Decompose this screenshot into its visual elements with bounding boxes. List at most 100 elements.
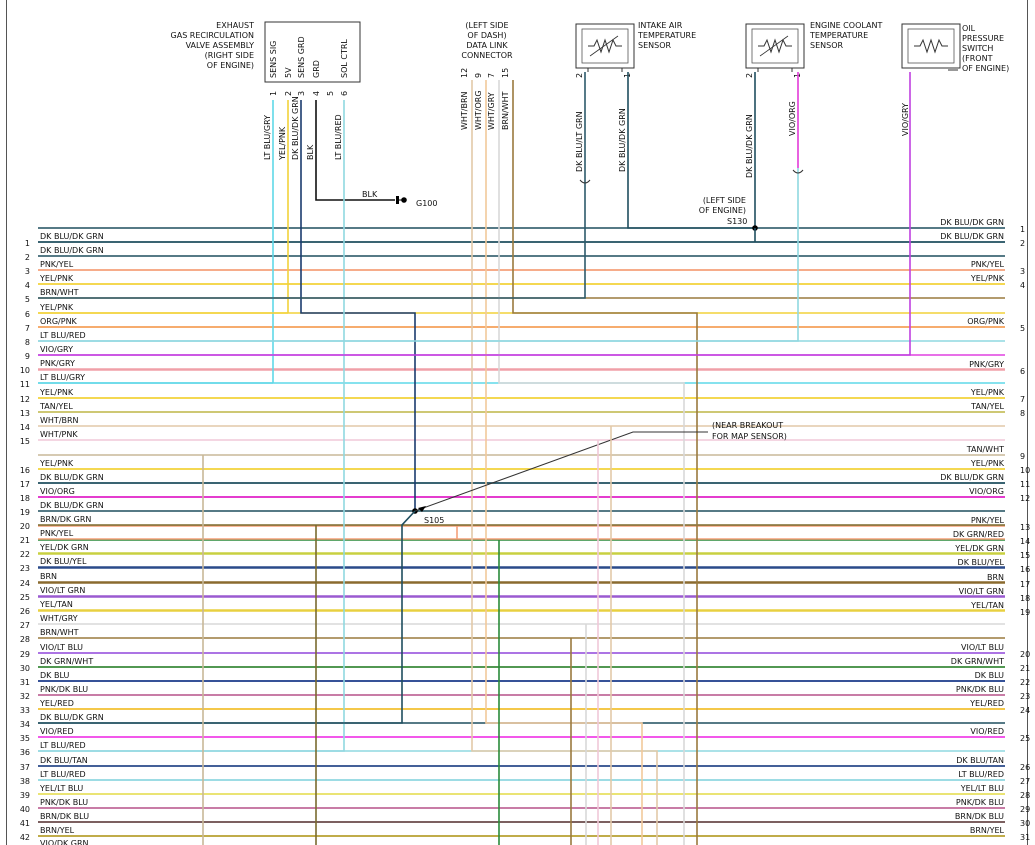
dlc-title-line: CONNECTOR	[461, 51, 513, 60]
iat-sensor-arrow	[589, 35, 619, 57]
left-wire-label: YEL/PNK	[39, 303, 74, 312]
right-wire-label: DK BLU/YEL	[958, 558, 1005, 567]
right-row-number: 1	[1020, 225, 1025, 234]
left-row-number: 31	[20, 678, 30, 687]
right-row-number: 12	[1020, 494, 1030, 503]
left-row-number: 35	[20, 734, 30, 743]
right-row-number: 24	[1020, 706, 1030, 715]
right-row-number: 19	[1020, 608, 1030, 617]
iat-sensor	[575, 23, 635, 72]
left-wire-label: DK BLU	[40, 671, 69, 680]
left-wire-label: YEL/PNK	[39, 274, 74, 283]
right-row-number: 2	[1020, 239, 1025, 248]
left-row-number: 38	[20, 777, 30, 786]
left-wire-label: BRN/YEL	[40, 826, 75, 835]
s105-note: (NEAR BREAKOUT	[712, 421, 783, 430]
left-wire-label: BRN/WHT	[40, 288, 79, 297]
ground-dot	[401, 197, 407, 203]
left-wire-label: LT BLU/RED	[40, 770, 86, 779]
s105-leader-arrow	[418, 506, 426, 512]
dlc-pin-number: 12	[460, 68, 469, 78]
left-wire-label: YEL/PNK	[39, 388, 74, 397]
left-row-number: 42	[20, 833, 30, 842]
egr-title-line: GAS RECIRCULATION	[171, 31, 254, 40]
right-row-number: 10	[1020, 466, 1030, 475]
left-wire-label: VIO/RED	[40, 727, 74, 736]
right-wire-label: DK BLU/TAN	[956, 756, 1004, 765]
oil-switch-resistor	[914, 38, 948, 54]
left-wire-label: LT BLU/RED	[40, 741, 86, 750]
dlc-pin7-wire	[498, 80, 685, 845]
egr-pin-number: 4	[312, 91, 321, 96]
dlc-pin12-wire	[471, 80, 658, 845]
oil-switch-wire	[38, 72, 911, 356]
ect-sensor-arrow	[759, 35, 789, 57]
left-wire-label: YEL/RED	[39, 699, 74, 708]
egr-pin-name: SOL CTRL	[340, 39, 349, 78]
left-wire-label: DK BLU/DK GRN	[40, 246, 104, 255]
left-wire-label: BRN	[40, 572, 57, 581]
right-row-number: 9	[1020, 452, 1025, 461]
egr-pin-number: 3	[297, 91, 306, 96]
s105-label: S105	[424, 516, 444, 525]
left-wire-label: VIO/ORG	[40, 487, 75, 496]
left-row-number: 21	[20, 536, 30, 545]
left-row-number: 30	[20, 664, 30, 673]
egr-pin-name: SENS SIG	[269, 41, 278, 78]
left-wire-label: BRN/DK BLU	[40, 812, 89, 821]
right-wire-label: YEL/PNK	[970, 388, 1005, 397]
left-wire-label: YEL/DK GRN	[39, 543, 89, 552]
iat-wire-label: DK BLU/LT GRN	[575, 111, 584, 172]
left-row-number: 41	[20, 819, 30, 828]
right-row-number: 16	[1020, 565, 1030, 574]
left-wire-label: DK BLU/YEL	[40, 557, 87, 566]
left-wire-label: DK BLU/DK GRN	[40, 501, 104, 510]
left-row-number: 29	[20, 650, 30, 659]
left-row-number: 17	[20, 480, 30, 489]
dlc-pin-number: 9	[474, 73, 483, 78]
left-wire-label: PNK/YEL	[40, 260, 74, 269]
left-row-number: 4	[25, 281, 30, 290]
right-wire-label: LT BLU/RED	[958, 770, 1004, 779]
iat-title-line: SENSOR	[638, 41, 671, 50]
right-row-number: 14	[1020, 537, 1030, 546]
oil-title-line: OF ENGINE)	[962, 64, 1009, 73]
left-row-number: 10	[20, 366, 30, 375]
left-wire-label: DK GRN/WHT	[40, 657, 93, 666]
left-row-number: 18	[20, 494, 30, 503]
right-wire-label: PNK/DK BLU	[956, 685, 1004, 694]
right-wire-label: DK GRN/RED	[953, 530, 1004, 539]
left-wire-label: PNK/YEL	[40, 529, 74, 538]
egr-pin-name: GRD	[312, 60, 321, 78]
oil-title-line: PRESSURE	[962, 34, 1004, 43]
left-wire-label: DK BLU/DK GRN	[40, 473, 104, 482]
egr-wire-label: DK BLU/DK GRN	[291, 96, 300, 160]
right-row-number: 22	[1020, 678, 1030, 687]
right-wire-label: BRN	[987, 573, 1004, 582]
left-row-number: 14	[20, 423, 30, 432]
dlc-pin-number: 15	[501, 68, 510, 78]
right-wire-label: VIO/LT GRN	[959, 587, 1004, 596]
right-row-number: 7	[1020, 395, 1025, 404]
oil-wire-label: VIO/GRY	[901, 103, 910, 136]
right-row-number: 11	[1020, 480, 1030, 489]
right-wire-label: YEL/DK GRN	[954, 544, 1004, 553]
iat-pin2-wire	[38, 72, 586, 299]
ect-title-line: SENSOR	[810, 41, 843, 50]
s130-note: OF ENGINE)	[699, 206, 746, 215]
ect-title-line: TEMPERATURE	[809, 31, 868, 40]
egr-title-line: OF ENGINE)	[207, 61, 254, 70]
left-row-number: 3	[25, 267, 30, 276]
ect-wire-label: VIO/ORG	[788, 101, 797, 136]
left-row-number: 25	[20, 593, 30, 602]
egr-pin-number: 1	[269, 91, 278, 96]
s130-label: S130	[727, 217, 747, 226]
ect-wire-label: DK BLU/DK GRN	[745, 114, 754, 178]
right-wire-label: YEL/PNK	[970, 459, 1005, 468]
right-row-number: 20	[1020, 650, 1030, 659]
right-row-number: 21	[1020, 664, 1030, 673]
left-row-number: 11	[20, 380, 30, 389]
right-row-number: 27	[1020, 777, 1030, 786]
left-row-number: 39	[20, 791, 30, 800]
right-wire-label: TAN/WHT	[966, 445, 1004, 454]
